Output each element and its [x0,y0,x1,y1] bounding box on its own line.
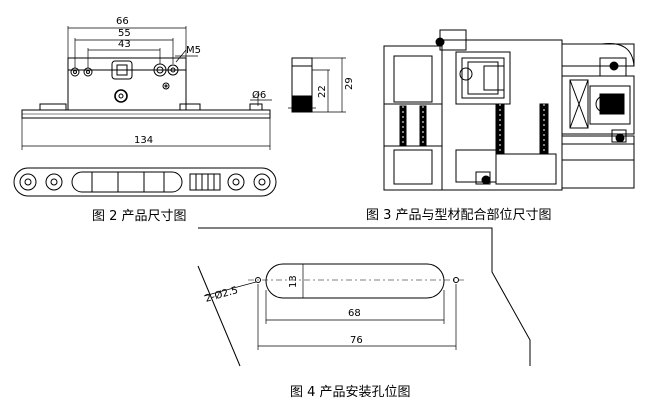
fig4-dim-holes: 2-Ø2.5 [204,284,240,305]
fig2-dim-66: 66 [116,16,129,27]
fig2-dim-55: 55 [118,28,131,39]
fig4-dim-13: 13 [288,275,299,288]
fig2-dim-43: 43 [118,39,131,50]
fig4-dim-68: 68 [348,308,361,319]
fig2-dim-phi6: Ø6 [252,89,266,101]
fig2-bottom-dimension [21,94,272,150]
fig3-drawing [383,29,635,191]
fig2-dim-29: 29 [344,77,355,90]
fig4-drawing [197,227,531,367]
fig2-front-view [21,49,271,119]
fig2-dim-22: 22 [317,85,328,98]
fig2-top-dimensions [67,26,198,68]
fig4-dim-76: 76 [350,335,363,346]
fig2-drawing [13,26,346,197]
fig2-plan-view [13,167,277,197]
fig2-side-view [288,57,346,113]
fig2-dim-134: 134 [134,135,153,146]
fig4-caption: 图 4 产品安装孔位图 [290,385,411,400]
fig2-caption: 图 2 产品尺寸图 [92,209,187,224]
fig2-dim-m5: M5 [186,45,201,56]
fig3-caption: 图 3 产品与型材配合部位尺寸图 [366,208,552,223]
